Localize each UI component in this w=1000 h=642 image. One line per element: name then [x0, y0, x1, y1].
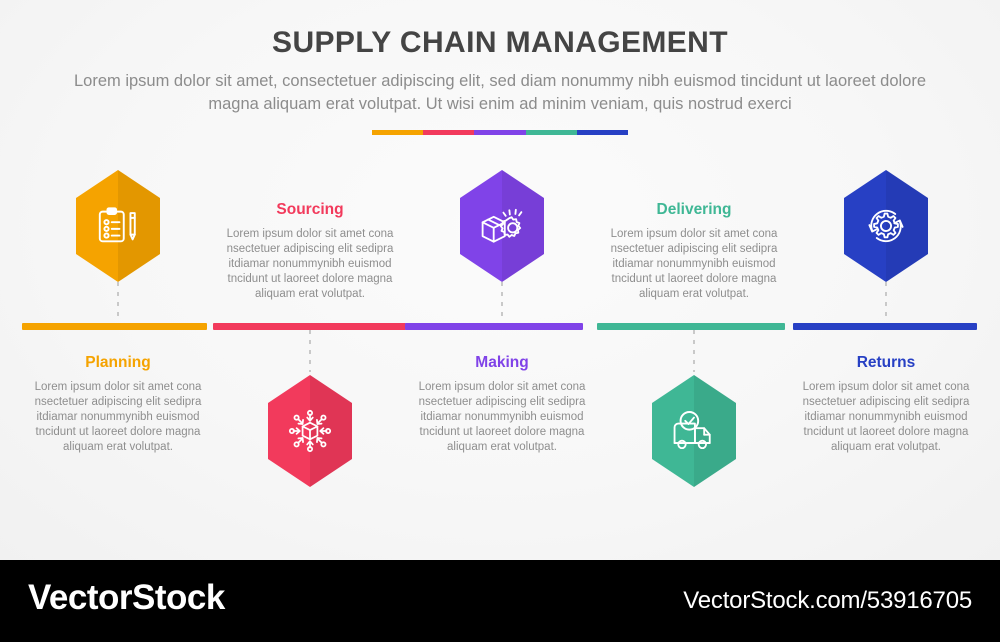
- timeline-bar-making: [405, 323, 583, 330]
- step-title-sourcing: Sourcing: [276, 201, 344, 218]
- divider-segment-4: [525, 130, 577, 135]
- step-title-returns: Returns: [856, 354, 916, 371]
- divider-segment-1: [372, 130, 424, 135]
- timeline-bar-planning: [22, 323, 207, 330]
- vectorstock-url: VectorStock.com/53916705: [683, 587, 972, 614]
- box-gear-icon: [478, 202, 526, 250]
- gear-refresh-arrows-icon: [862, 202, 910, 250]
- hexagon-shape-delivering: [652, 375, 736, 487]
- step-description-planning: Lorem ipsum dolor sit amet cona nsectetu…: [34, 381, 202, 453]
- page-title: SUPPLY CHAIN MANAGEMENT: [272, 26, 728, 59]
- clipboard-checklist-pencil-icon: [95, 203, 141, 249]
- hexagon-delivering[interactable]: [652, 375, 736, 487]
- box-network-arrows-icon: [285, 406, 335, 456]
- delivery-truck-check-icon: [669, 407, 719, 455]
- step-description-sourcing: Lorem ipsum dolor sit amet cona nsectetu…: [226, 228, 394, 300]
- step-description-making: Lorem ipsum dolor sit amet cona nsectetu…: [418, 381, 586, 453]
- divider-segment-3: [474, 130, 526, 135]
- hexagon-shape-planning: [76, 170, 160, 282]
- divider-segment-2: [423, 130, 475, 135]
- hexagon-planning[interactable]: [76, 170, 160, 282]
- vectorstock-logo: VectorStock: [28, 578, 225, 617]
- timeline-bar-sourcing: [213, 323, 406, 330]
- timeline-bar-returns: [793, 323, 977, 330]
- timeline-bar-delivering: [597, 323, 785, 330]
- hexagon-shape-sourcing: [268, 375, 352, 487]
- step-title-planning: Planning: [85, 354, 151, 371]
- watermark-footer: VectorStock VectorStock.com/53916705: [0, 560, 1000, 642]
- hexagon-sourcing[interactable]: [268, 375, 352, 487]
- hexagon-shape-making: [460, 170, 544, 282]
- divider-segment-5: [576, 130, 628, 135]
- page-subtitle: Lorem ipsum dolor sit amet, consectetuer…: [73, 72, 927, 113]
- hexagon-shape-returns: [844, 170, 928, 282]
- artboard: SUPPLY CHAIN MANAGEMENT Lorem ipsum dolo…: [0, 0, 1000, 560]
- step-title-delivering: Delivering: [656, 201, 732, 218]
- dashed-connector-sourcing: [309, 330, 311, 372]
- dashed-connector-returns: [885, 282, 887, 320]
- step-description-delivering: Lorem ipsum dolor sit amet cona nsectetu…: [610, 228, 778, 300]
- hexagon-making[interactable]: [460, 170, 544, 282]
- dashed-connector-planning: [117, 282, 119, 320]
- step-title-making: Making: [475, 354, 529, 371]
- dashed-connector-delivering: [693, 330, 695, 372]
- step-description-returns: Lorem ipsum dolor sit amet cona nsectetu…: [802, 381, 970, 453]
- hexagon-returns[interactable]: [844, 170, 928, 282]
- divider-bar: [372, 130, 628, 135]
- dashed-connector-making: [501, 282, 503, 320]
